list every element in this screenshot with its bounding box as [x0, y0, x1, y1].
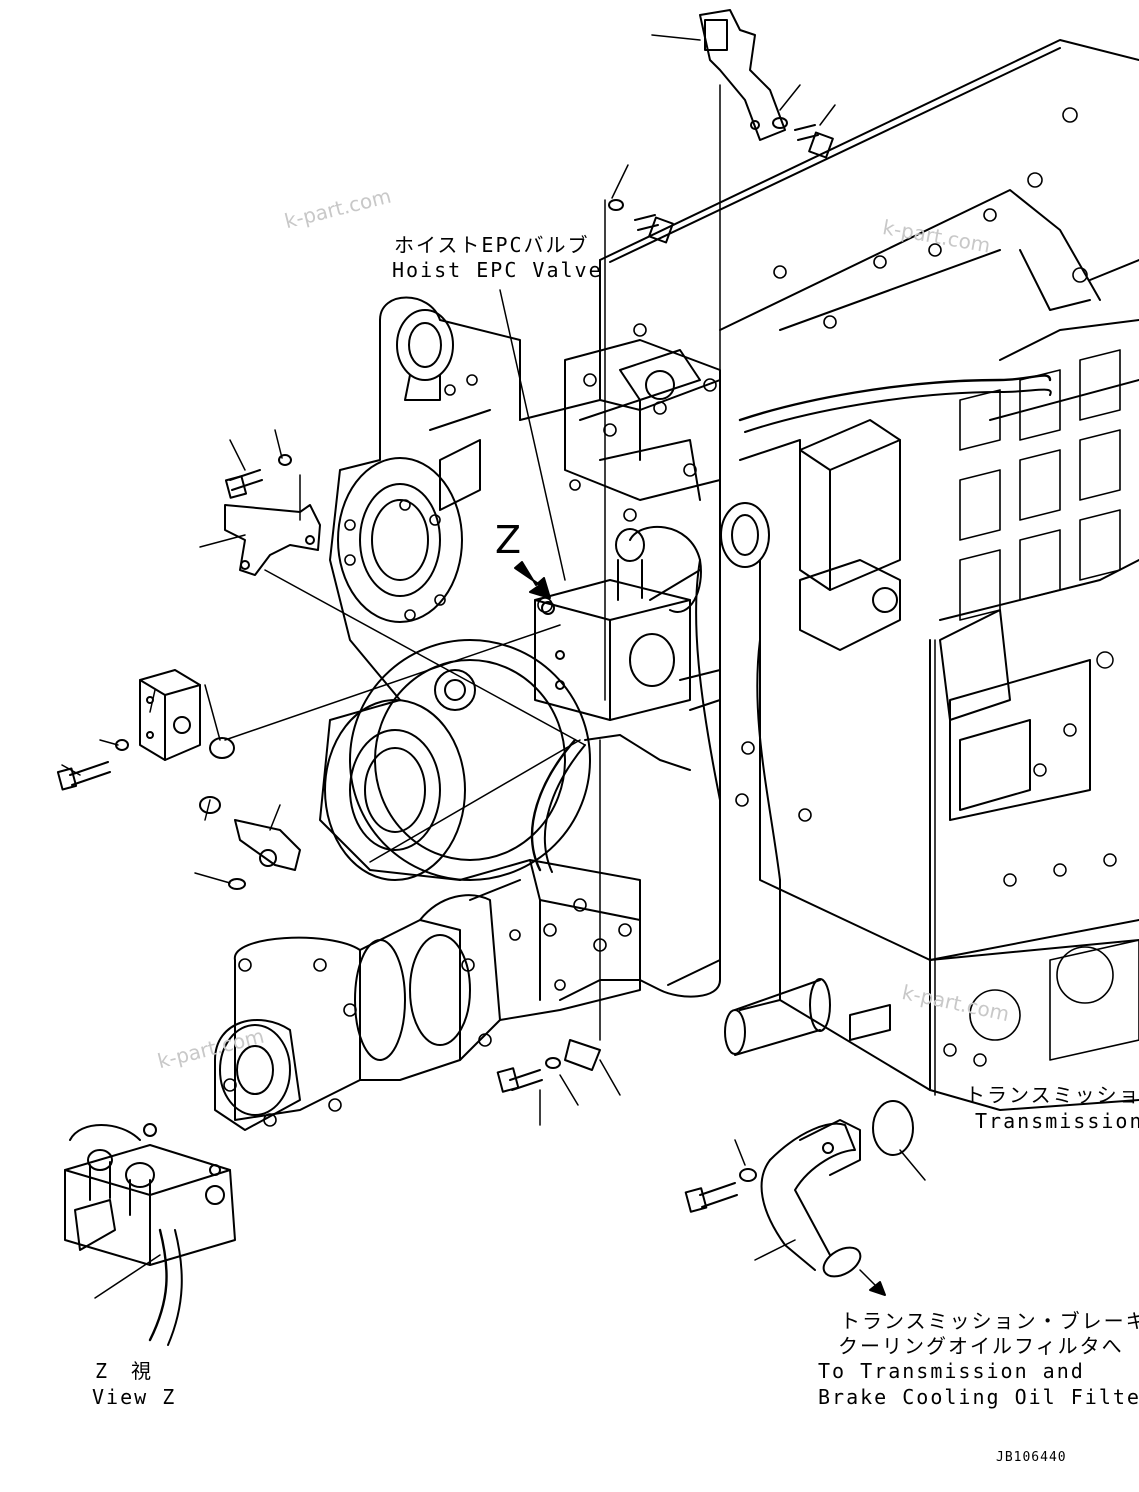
transmission-housing — [319, 296, 812, 1011]
hoist-valve-label-jp: ホイストEPCバルブ — [394, 233, 590, 257]
arrows — [514, 561, 886, 1296]
leader-lines — [61, 34, 936, 1299]
pump-assembly — [214, 734, 691, 1131]
filter-label-en-2: Brake Cooling Oil Filter — [818, 1385, 1139, 1409]
view-z-inset — [64, 1123, 236, 1346]
view-z-label-jp: Z 視 — [95, 1359, 154, 1383]
view-z-label-en: View Z — [92, 1385, 177, 1409]
filter-label-en-1: To Transmission and — [818, 1359, 1085, 1383]
engine-block — [599, 39, 1139, 1111]
loose-parts — [56, 9, 834, 1213]
transmission-label-en: Transmission — [975, 1109, 1139, 1133]
control-valve-stack — [564, 323, 1011, 721]
drawing-code: JB106440 — [996, 1450, 1067, 1465]
z-view-marker: Z — [495, 518, 522, 562]
hoist-valve-label-en: Hoist EPC Valve — [392, 258, 603, 282]
oil-pipe — [667, 959, 914, 1278]
filter-label-jp-1: トランスミッション・ブレーキ — [840, 1309, 1139, 1333]
transmission-label-jp: トランスミッション — [965, 1083, 1139, 1107]
hoist-epc-valve — [534, 526, 721, 721]
filter-label-jp-2: クーリングオイルフィルタへ — [838, 1334, 1124, 1358]
